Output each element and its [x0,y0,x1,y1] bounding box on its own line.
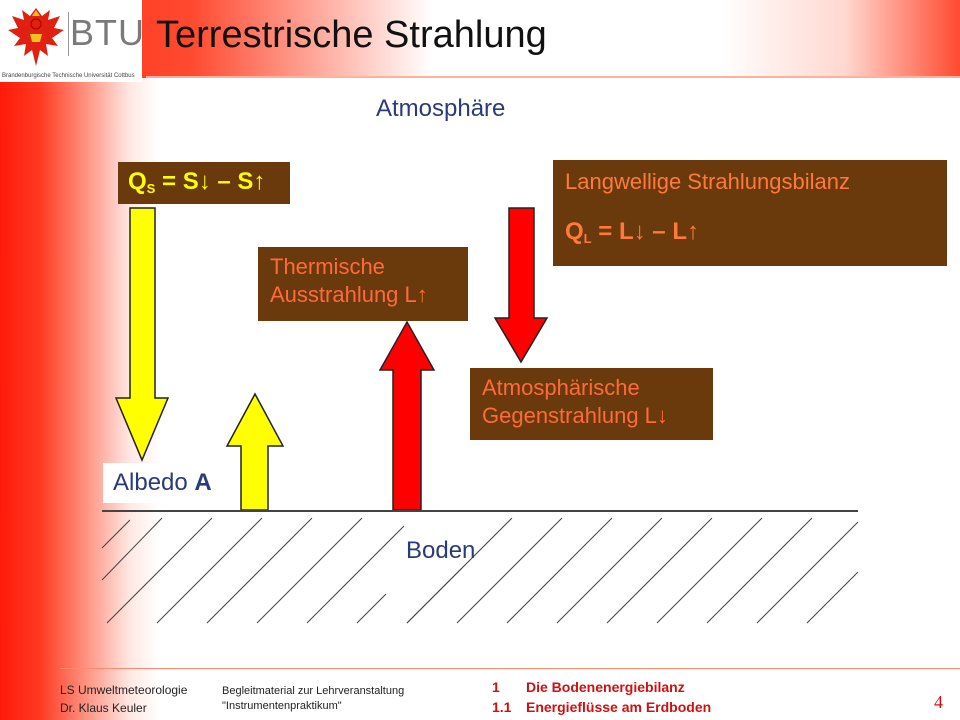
shortwave-down-arrow [114,207,170,462]
logo-divider [68,12,69,56]
longwave-balance-box: Langwellige Strahlungsbilanz QL = L↓ – L… [553,160,947,266]
albedo-symbol: A [194,469,212,496]
eagle-emblem-icon [8,8,64,66]
albedo-label: Albedo A [103,463,227,503]
logo-text: BTU [70,12,145,53]
footer-course: Begleitmaterial zur Lehrveranstaltung "I… [222,685,405,712]
page-number: 4 [934,692,943,712]
title-underline [146,76,960,78]
thermal-emission-box: Thermische Ausstrahlung L↑ [258,247,468,321]
counter-radiation-box: Atmosphärische Gegenstrahlung L↓ [470,368,713,440]
logo-subtitle: Brandenburgische Technische Universität … [2,73,135,79]
page-title: Terrestrische Strahlung [156,14,547,56]
counter-down-arrow [493,207,549,364]
university-logo: BTU Brandenburgische Technische Universi… [0,0,145,82]
footer-author: LS Umweltmeteorologie Dr. Klaus Keuler [60,683,188,715]
longwave-balance-title: Langwellige Strahlungsbilanz [565,169,850,194]
atmosphere-label: Atmosphäre [376,95,506,122]
shortwave-balance-formula: QS = S↓ – S↑ [118,162,290,204]
longwave-balance-formula: QL = L↓ – L↑ [565,218,699,246]
shortwave-up-arrow [225,392,285,511]
ground-hatching [101,517,859,624]
thermal-up-arrow [378,320,436,511]
header-band [0,0,960,78]
footer-divider [60,668,960,669]
ground-label: Boden [406,537,476,564]
